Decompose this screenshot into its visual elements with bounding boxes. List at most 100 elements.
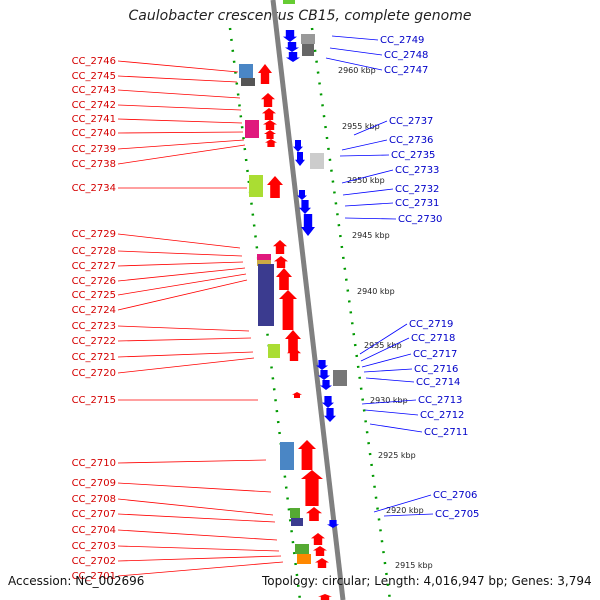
forward-gene-arrow	[313, 546, 327, 556]
forward-gene-arrow	[279, 290, 297, 330]
reverse-gene-arrow	[299, 200, 311, 214]
gene-label-cc-2707: CC_2707	[72, 509, 116, 520]
gene-label-cc-2747: CC_2747	[384, 65, 428, 76]
gene-block	[257, 260, 271, 266]
gene-leader-line	[117, 337, 252, 342]
kbp-scale-label: 2945 kbp	[352, 231, 390, 240]
forward-gene-arrow	[285, 330, 301, 352]
gene-block	[291, 518, 303, 526]
gene-leader-line	[117, 60, 239, 73]
forward-gene-arrow	[292, 392, 302, 398]
reverse-gene-arrow	[297, 190, 307, 200]
genome-title: Caulobacter crescentus CB15, complete ge…	[128, 8, 472, 24]
gene-label-cc-2711: CC_2711	[424, 427, 468, 438]
gene-leader-line	[117, 325, 250, 332]
gene-label-cc-2723: CC_2723	[72, 321, 116, 332]
kbp-scale-label: 2915 kbp	[395, 561, 433, 570]
gene-label-cc-2746: CC_2746	[72, 56, 116, 67]
gene-block	[295, 544, 309, 554]
forward-gene-arrow	[287, 347, 301, 361]
gene-leader-line	[117, 545, 280, 552]
gene-leader-line	[365, 377, 415, 383]
gene-leader-line	[117, 279, 248, 311]
gene-label-cc-2708: CC_2708	[72, 494, 116, 505]
kbp-scale-label: 2920 kbp	[386, 506, 424, 515]
gene-label-cc-2720: CC_2720	[72, 368, 116, 379]
gene-block	[239, 64, 253, 78]
gene-leader-line	[353, 120, 388, 136]
gene-leader-line	[361, 399, 417, 405]
gene-leader-line	[117, 459, 267, 464]
gene-leader-line	[117, 139, 245, 150]
gene-label-cc-2730: CC_2730	[398, 214, 442, 225]
forward-gene-arrow	[258, 64, 272, 84]
gene-block	[258, 264, 274, 326]
gene-label-cc-2732: CC_2732	[395, 184, 439, 195]
forward-gene-arrow	[276, 268, 292, 290]
gene-label-cc-2713: CC_2713	[418, 395, 462, 406]
gene-label-cc-2743: CC_2743	[72, 85, 116, 96]
reverse-gene-arrow	[320, 380, 332, 390]
gene-label-cc-2722: CC_2722	[72, 336, 116, 347]
gene-leader-line	[373, 494, 432, 513]
gene-leader-line	[117, 104, 242, 111]
gene-block	[280, 442, 294, 470]
gene-label-cc-2704: CC_2704	[72, 525, 116, 536]
gene-label-cc-2749: CC_2749	[380, 35, 424, 46]
gene-leader-line	[364, 409, 419, 416]
gene-label-cc-2735: CC_2735	[391, 150, 435, 161]
gene-leader-line	[117, 555, 282, 562]
gene-label-cc-2740: CC_2740	[72, 128, 116, 139]
gene-label-cc-2705: CC_2705	[435, 509, 479, 520]
reverse-gene-arrow	[318, 370, 330, 380]
reverse-gene-arrow	[327, 520, 339, 528]
gene-label-cc-2716: CC_2716	[414, 364, 458, 375]
forward-gene-arrow	[301, 470, 323, 506]
gene-block	[310, 153, 324, 169]
gene-block	[297, 554, 311, 564]
gene-label-cc-2717: CC_2717	[413, 349, 457, 360]
gene-label-cc-2742: CC_2742	[72, 100, 116, 111]
kbp-scale-label: 2935 kbp	[364, 341, 402, 350]
gene-block	[257, 254, 271, 260]
gene-block	[301, 34, 315, 44]
reverse-gene-arrow	[316, 360, 328, 370]
reverse-gene-arrow	[283, 30, 297, 42]
gene-leader-line	[117, 233, 241, 249]
gene-label-cc-2709: CC_2709	[72, 478, 116, 489]
gene-label-cc-2721: CC_2721	[72, 352, 116, 363]
reverse-gene-arrow	[286, 52, 300, 62]
forward-gene-arrow	[262, 108, 276, 120]
reverse-gene-arrow	[322, 396, 334, 408]
forward-gene-arrow	[261, 93, 275, 107]
gene-label-cc-2737: CC_2737	[389, 116, 433, 127]
gene-leader-line	[117, 261, 244, 267]
gene-leader-line	[117, 351, 254, 358]
gene-leader-line	[342, 188, 394, 196]
gene-label-cc-2703: CC_2703	[72, 541, 116, 552]
gene-label-cc-2706: CC_2706	[433, 490, 477, 501]
forward-gene-arrow	[311, 533, 325, 545]
gene-label-cc-2702: CC_2702	[72, 556, 116, 567]
gene-label-cc-2726: CC_2726	[72, 276, 116, 287]
reverse-gene-arrow	[301, 214, 315, 236]
gene-leader-line	[344, 217, 397, 220]
gene-block	[249, 175, 263, 197]
gene-label-cc-2736: CC_2736	[389, 135, 433, 146]
gene-label-cc-2719: CC_2719	[409, 319, 453, 330]
gene-leader-line	[341, 169, 394, 184]
gene-leader-line	[117, 513, 276, 523]
forward-gene-arrow	[274, 256, 288, 268]
gene-label-cc-2715: CC_2715	[72, 395, 116, 406]
gene-label-cc-2739: CC_2739	[72, 144, 116, 155]
gene-block	[245, 120, 259, 138]
kbp-scale-label: 2960 kbp	[338, 66, 376, 75]
gene-leader-line	[117, 89, 241, 99]
gene-leader-line	[383, 513, 434, 517]
gene-leader-line	[363, 368, 413, 373]
gene-leader-line	[117, 75, 238, 83]
gene-block	[283, 0, 295, 4]
reverse-gene-arrow	[293, 140, 303, 152]
reverse-gene-arrow	[285, 42, 299, 52]
kbp-scale-label: 2925 kbp	[378, 451, 416, 460]
